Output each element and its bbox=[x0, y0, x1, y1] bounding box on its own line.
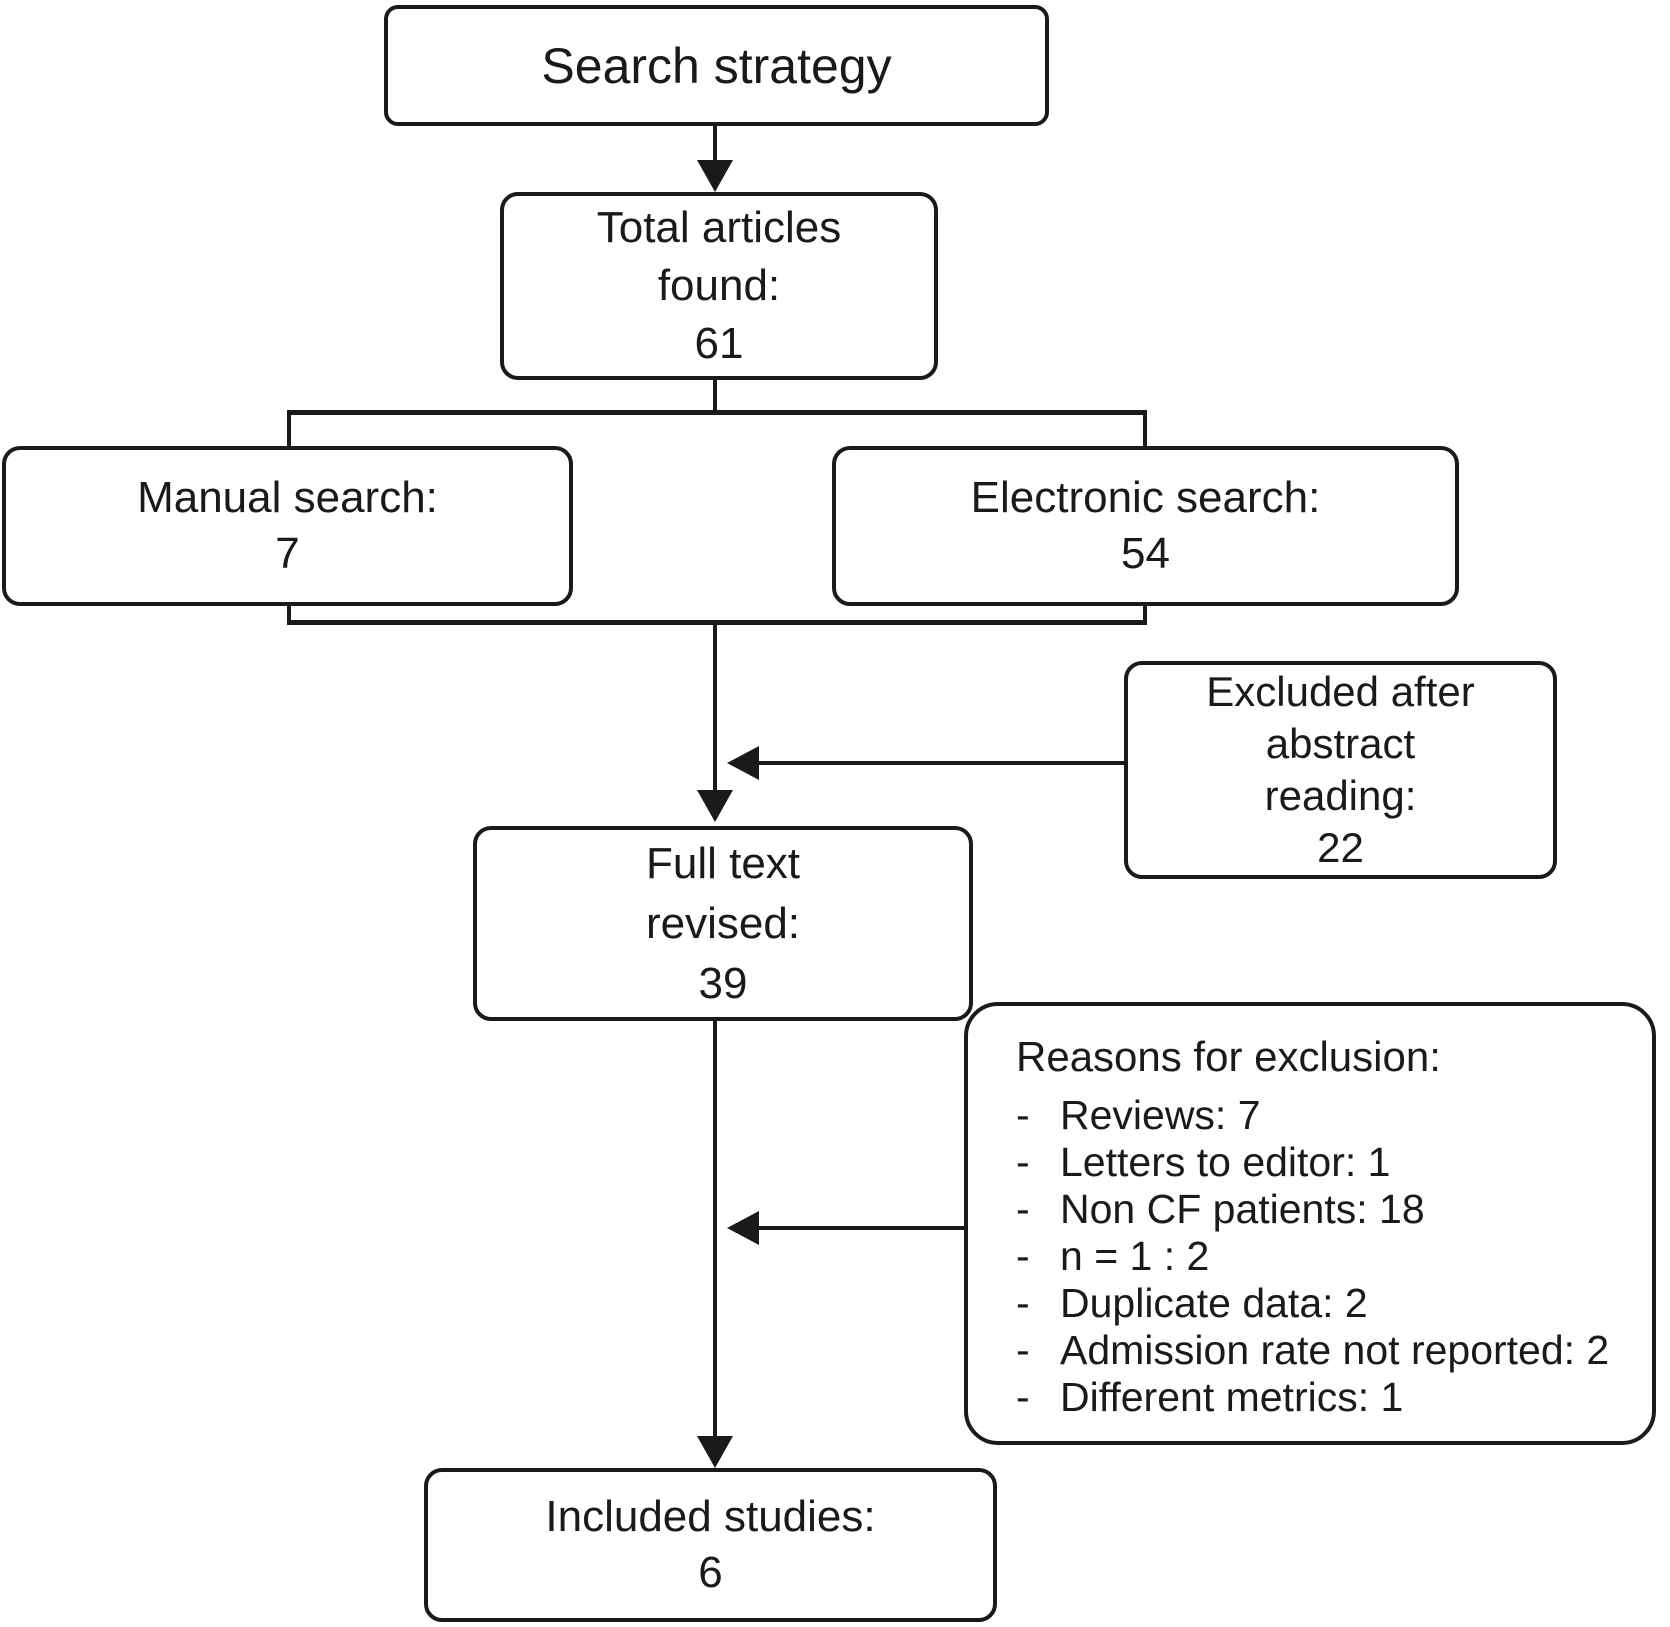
arrow-left-icon bbox=[727, 746, 759, 780]
reasons-for-exclusion-box: Reasons for exclusion: - Reviews: 7 - Le… bbox=[964, 1002, 1656, 1445]
reason-text: Reviews: 7 bbox=[1060, 1092, 1261, 1138]
bullet-dash: - bbox=[1016, 1280, 1030, 1326]
connector-total-stub-line bbox=[713, 380, 717, 414]
excluded-line: abstract bbox=[1265, 720, 1416, 767]
bullet-dash: - bbox=[1016, 1233, 1030, 1279]
full-text-revised-box: Full text revised: 39 bbox=[473, 826, 973, 1021]
full-text-line: Full text bbox=[645, 838, 801, 888]
arrow-down-icon bbox=[697, 160, 733, 192]
split-drop-right-line bbox=[1143, 410, 1147, 446]
split-bar-line bbox=[287, 410, 1147, 415]
bullet-dash: - bbox=[1016, 1374, 1030, 1420]
list-item: - Different metrics: 1 bbox=[1016, 1374, 1609, 1421]
manual-search-box: Manual search: 7 bbox=[2, 446, 573, 606]
arrow-left-icon bbox=[727, 1211, 759, 1245]
excluded-line: Excluded after bbox=[1206, 668, 1475, 715]
connector-fulltext-to-included-line bbox=[713, 1021, 717, 1438]
bullet-dash: - bbox=[1016, 1139, 1030, 1185]
electronic-search-label: Electronic search: bbox=[970, 473, 1321, 522]
list-item: - Non CF patients: 18 bbox=[1016, 1186, 1609, 1233]
total-articles-box: Total articles found: 61 bbox=[500, 192, 938, 380]
bullet-dash: - bbox=[1016, 1327, 1030, 1373]
connector-merge-to-fulltext-line bbox=[713, 625, 717, 792]
search-strategy-box: Search strategy bbox=[384, 5, 1049, 126]
excluded-line: reading: bbox=[1264, 772, 1417, 819]
included-studies-count: 6 bbox=[698, 1548, 723, 1597]
list-item: - Admission rate not reported: 2 bbox=[1016, 1327, 1609, 1374]
reason-text: Duplicate data: 2 bbox=[1060, 1280, 1368, 1326]
split-drop-left-line bbox=[287, 410, 291, 446]
manual-search-label: Manual search: bbox=[137, 473, 438, 522]
list-item: - n = 1 : 2 bbox=[1016, 1233, 1609, 1280]
connector-excluded-line bbox=[757, 761, 1124, 765]
connector-search-to-total-line bbox=[713, 126, 717, 162]
list-item: - Letters to editor: 1 bbox=[1016, 1139, 1609, 1186]
included-studies-box: Included studies: 6 bbox=[424, 1468, 997, 1622]
total-articles-count: 61 bbox=[694, 319, 744, 368]
bullet-dash: - bbox=[1016, 1092, 1030, 1138]
reason-text: Admission rate not reported: 2 bbox=[1060, 1327, 1610, 1373]
total-articles-line: Total articles bbox=[596, 203, 842, 252]
included-studies-label: Included studies: bbox=[545, 1492, 876, 1541]
full-text-line: revised: bbox=[645, 898, 801, 948]
merge-rise-right-line bbox=[1143, 606, 1147, 625]
reason-text: n = 1 : 2 bbox=[1060, 1233, 1210, 1279]
manual-search-count: 7 bbox=[275, 529, 300, 578]
connector-reasons-line bbox=[757, 1226, 964, 1230]
reason-text: Different metrics: 1 bbox=[1060, 1374, 1404, 1420]
reason-text: Letters to editor: 1 bbox=[1060, 1139, 1391, 1185]
arrow-down-icon bbox=[697, 790, 733, 822]
reasons-title: Reasons for exclusion: bbox=[1016, 1033, 1441, 1080]
full-text-count: 39 bbox=[698, 958, 748, 1008]
bullet-dash: - bbox=[1016, 1186, 1030, 1232]
merge-rise-left-line bbox=[287, 606, 291, 625]
list-item: - Reviews: 7 bbox=[1016, 1092, 1609, 1139]
arrow-down-icon bbox=[697, 1436, 733, 1468]
total-articles-line: found: bbox=[657, 261, 781, 310]
search-strategy-label: Search strategy bbox=[541, 37, 892, 94]
reasons-list: - Reviews: 7 - Letters to editor: 1 - No… bbox=[1016, 1092, 1609, 1421]
electronic-search-count: 54 bbox=[1121, 529, 1170, 578]
excluded-count: 22 bbox=[1317, 824, 1364, 871]
electronic-search-box: Electronic search: 54 bbox=[832, 446, 1459, 606]
excluded-after-abstract-box: Excluded after abstract reading: 22 bbox=[1124, 661, 1557, 879]
reason-text: Non CF patients: 18 bbox=[1060, 1186, 1425, 1232]
list-item: - Duplicate data: 2 bbox=[1016, 1280, 1609, 1327]
merge-bar-line bbox=[287, 620, 1147, 625]
